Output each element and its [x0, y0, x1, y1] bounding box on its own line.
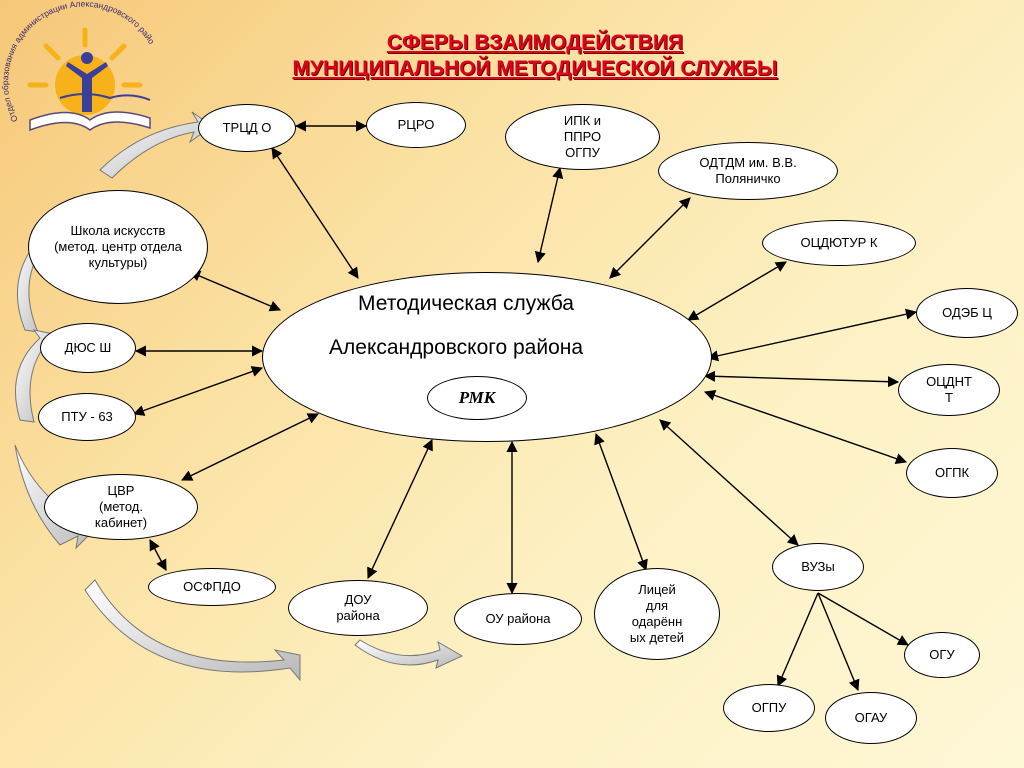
node-ou: ОУ района [454, 593, 582, 645]
node-cvr-label: ЦВР (метод. кабинет) [94, 483, 148, 530]
page-title: СФЕРЫ ВЗАИМОДЕЙСТВИЯ МУНИЦИПАЛЬНОЙ МЕТОД… [220, 30, 850, 82]
node-ogau-label: ОГАУ [854, 710, 888, 725]
node-ogpk: ОГПК [906, 448, 998, 498]
node-ogpu: ОГПУ [723, 684, 815, 732]
connector-ocdutur-center [687, 261, 787, 321]
node-odtdm: ОДТДМ им. В.В. Поляничко [658, 142, 838, 200]
book-icon [29, 93, 151, 132]
node-dou-label: ДОУ района [336, 592, 380, 623]
node-ocdutur: ОЦДЮТУР К [762, 220, 916, 266]
node-ogau: ОГАУ [825, 692, 917, 744]
node-licey: Лицей для одарённ ых детей [594, 568, 720, 660]
node-dush: ДЮС Ш [40, 323, 136, 373]
node-ogu-label: ОГУ [929, 647, 955, 662]
node-ptu-label: ПТУ - 63 [61, 409, 113, 424]
title-line1: СФЕРЫ ВЗАИМОДЕЙСТВИЯ [386, 31, 684, 54]
node-vuzy-label: ВУЗы [801, 559, 835, 574]
node-ogpk-label: ОГПК [934, 465, 970, 480]
connector-ocdnt-center [703, 370, 900, 388]
connector-ogpk-center [703, 390, 908, 464]
connector-vuzy-ogau [817, 592, 860, 692]
node-rcpro: РЦРО [366, 102, 466, 148]
district-logo: Отдел образования администрации Александ… [0, 0, 157, 132]
connector-dou-center [367, 438, 433, 580]
node-trcdo-label: ТРЦД О [222, 120, 272, 135]
person-icon [66, 52, 108, 112]
node-ocdutur-label: ОЦДЮТУР К [800, 235, 878, 250]
node-odebc-label: ОДЭБ Ц [942, 305, 992, 320]
connector-odebc-center [706, 308, 918, 362]
node-ogu: ОГУ [904, 632, 980, 678]
connector-vuzy-ogpu [776, 592, 819, 688]
node-ptu: ПТУ - 63 [38, 393, 136, 441]
node-trcdo: ТРЦД О [198, 104, 296, 152]
node-cvr: ЦВР (метод. кабинет) [44, 474, 198, 540]
node-vuzy: ВУЗы [772, 543, 864, 591]
curved-arrow-icon [354, 639, 464, 669]
node-ocdnt: ОЦДНТ Т [898, 364, 1000, 416]
connector-ptu-center [132, 366, 264, 416]
connector-vuzy-center [659, 419, 799, 546]
connector-school-center [188, 270, 282, 312]
curved-arrow-icon [99, 111, 213, 179]
connector-cvr-center [180, 413, 320, 481]
node-odtdm-label: ОДТДМ им. В.В. Поляничко [699, 155, 797, 186]
node-ipk: ИПК и ППРО ОГПУ [505, 104, 660, 170]
node-ocdnt-label: ОЦДНТ Т [926, 374, 972, 405]
connector-ipk-center [534, 166, 564, 264]
node-rcpro-label: РЦРО [397, 117, 435, 132]
center-line2: Александровского района [329, 336, 584, 359]
rmk-badge: РМК [427, 376, 527, 420]
node-ou-label: ОУ района [485, 611, 551, 626]
connector-odtdm-center [609, 197, 691, 279]
connector-vuzy-ogu [817, 592, 909, 646]
node-odebc: ОДЭБ Ц [916, 288, 1018, 338]
node-ogpu-label: ОГПУ [751, 700, 787, 715]
title-line2: МУНИЦИПАЛЬНОЙ МЕТОДИЧЕСКОЙ СЛУЖБЫ [292, 57, 778, 80]
node-ipk-label: ИПК и ППРО ОГПУ [563, 113, 602, 160]
node-osfpdo: ОСФПДО [148, 568, 276, 606]
center-node: Методическая служба Александровского рай… [262, 272, 712, 442]
curved-arrow-icon [84, 579, 301, 682]
node-school: Школа искусств (метод. центр отдела куль… [28, 190, 208, 304]
node-dush-label: ДЮС Ш [64, 340, 112, 355]
node-school-label: Школа искусств (метод. центр отдела куль… [54, 223, 182, 270]
node-dou: ДОУ района [288, 580, 428, 636]
center-line1: Методическая служба [358, 292, 574, 315]
connector-licey-center [594, 432, 648, 572]
connector-trcdo-center [271, 147, 359, 279]
node-licey-label: Лицей для одарённ ых детей [629, 582, 685, 645]
node-osfpdo-label: ОСФПДО [183, 579, 241, 594]
connector-cvr-osfpdo [149, 539, 167, 571]
